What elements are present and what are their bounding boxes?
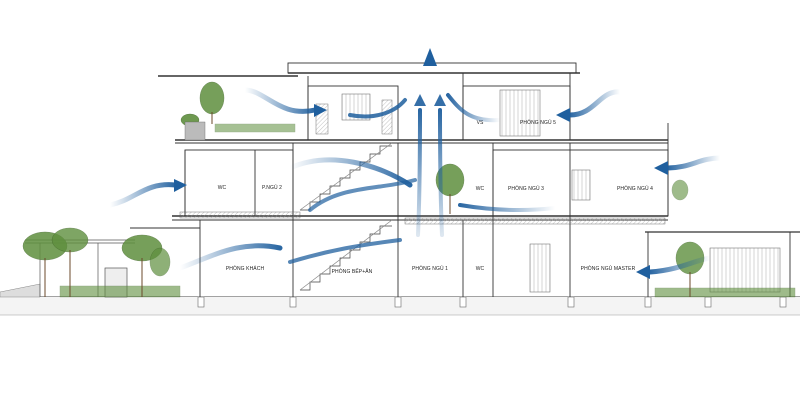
- airflow-arrow-ground-right: [647, 255, 713, 275]
- label-ground-master: PHÒNG NGỦ MASTER: [581, 265, 636, 272]
- airflow-arrow-mid-bedroom: [458, 203, 557, 213]
- label-mid-bedroom-4: PHÒNG NGỦ 4: [617, 185, 653, 192]
- staircase: [299, 142, 393, 291]
- label-ground-living: PHÒNG KHÁCH: [226, 265, 265, 272]
- label-mid-bedroom-3: PHÒNG NGỦ 3: [508, 185, 544, 192]
- label-top-wc: VS: [477, 120, 484, 126]
- airflow-arrow-mid-stair: [287, 157, 413, 188]
- plants: [22, 81, 796, 298]
- airflow-arrow-mid-swirl: [308, 178, 417, 212]
- airflow-arrow-ground-left: [177, 243, 283, 271]
- airflow-arrow-top-left: [242, 87, 318, 114]
- label-ground-wc: WC: [476, 266, 485, 272]
- label-top-bedroom: PHÒNG NGỦ 5: [520, 119, 556, 126]
- label-ground-kitchen: PHÒNG BẾP+ĂN: [332, 268, 373, 275]
- tree-trunks: [44, 112, 691, 297]
- airflow-arrow-top-middle: [348, 98, 407, 119]
- windows: [341, 89, 781, 293]
- label-mid-bedroom-2: P.NGỦ 2: [262, 184, 282, 191]
- airflow-arrow-mid-left: [107, 182, 178, 208]
- airflow-arrowhead-chimney: [423, 48, 437, 66]
- airflow-arrows: [107, 48, 723, 303]
- hatched-walls: [179, 99, 666, 225]
- airflow-arrow-mid-right: [665, 155, 723, 171]
- ground: [0, 283, 800, 316]
- airflow-arrow-chimney-3: [438, 108, 444, 237]
- airflow-arrow-top-right: [567, 89, 623, 118]
- airflow-arrow-ground-stair: [288, 238, 402, 264]
- label-mid-wc-right: WC: [476, 186, 485, 192]
- airflow-arrow-chimney-2: [416, 108, 422, 237]
- label-mid-wc-left: WC: [218, 185, 227, 191]
- airflow-arrow-top-inner: [446, 93, 502, 123]
